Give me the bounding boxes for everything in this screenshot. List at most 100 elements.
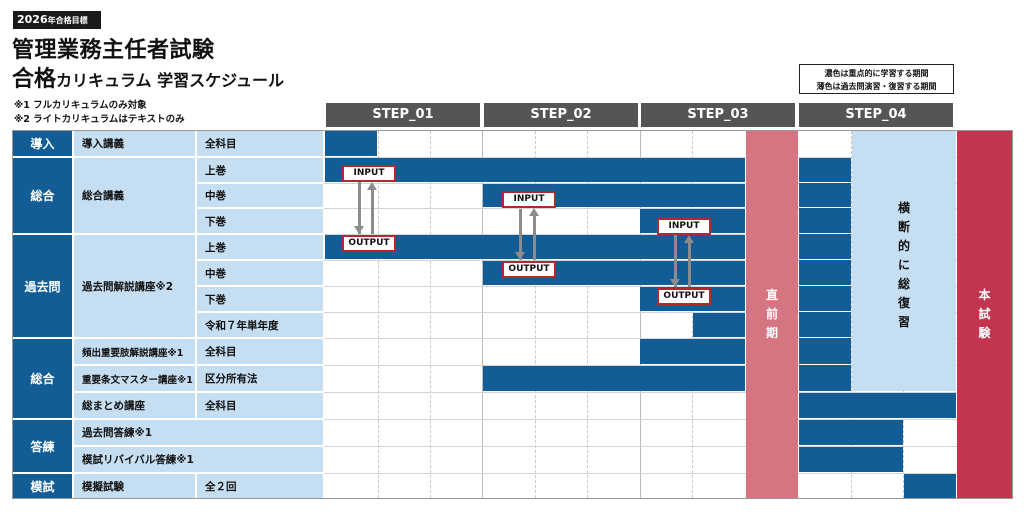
course-key-statutes: 重要条文マスター講座※1	[74, 366, 195, 391]
grid-hline	[324, 365, 957, 366]
band-char: 習	[897, 315, 910, 329]
grid-hline	[324, 157, 957, 158]
legend-light: 薄色は過去問演習・復習する期間	[816, 82, 937, 91]
course-intro: 導入講義	[74, 131, 195, 156]
sub-summary-all: 全科目	[197, 393, 323, 418]
subtitle-sub: カリキュラム 学習スケジュール	[56, 71, 284, 90]
bar-past-exam-drill	[799, 420, 903, 445]
cross-review-band: 横 断 的 に 総 復 習	[852, 131, 956, 391]
grid-hline	[324, 260, 957, 261]
band-char: に	[897, 258, 910, 272]
row-divider	[799, 364, 851, 365]
step-03-header: STEP_03	[641, 103, 795, 127]
arrow-up-icon	[371, 190, 374, 234]
category-past-exams: 過去問	[13, 235, 72, 337]
band-char: 総	[897, 277, 910, 291]
grid-vline	[482, 131, 483, 498]
sub-past-vol1: 上巻	[197, 235, 323, 259]
course-frequent-options: 頻出重要肢解説講座※1	[74, 339, 195, 364]
row-divider	[799, 182, 851, 183]
step-02-header: STEP_02	[484, 103, 638, 127]
sub-frequent-all: 全科目	[197, 339, 323, 364]
page-title: 管理業務主任者試験	[12, 38, 215, 63]
sub-intro-all: 全科目	[197, 131, 323, 156]
category-drills: 答練	[13, 420, 72, 472]
row-divider	[799, 207, 851, 208]
band-char: 試	[978, 307, 991, 321]
course-summary: 総まとめ講座	[74, 393, 195, 418]
step-01-header: STEP_01	[326, 103, 480, 127]
grid-hline	[324, 183, 957, 184]
grid-hline	[324, 312, 957, 313]
category-general-2: 総合	[13, 339, 72, 418]
output-tag-step2: OUTPUT	[502, 261, 556, 278]
bar-mock-revival-drill	[799, 447, 903, 472]
arrow-up-icon	[529, 208, 539, 216]
course-past-exam-commentary: 過去問解説講座※2	[74, 235, 195, 337]
arrow-down-icon	[354, 226, 364, 234]
course-mock-exam: 模擬試験	[74, 474, 195, 498]
row-divider	[799, 285, 851, 286]
target-suffix: 年合格目標	[47, 16, 88, 25]
subtitle-main: 合格	[12, 67, 57, 92]
sub-past-vol2: 中巻	[197, 261, 323, 285]
band-char: 前	[765, 307, 778, 321]
row-divider	[799, 311, 851, 312]
input-tag-step2: INPUT	[502, 191, 556, 208]
sub-mock-2-times: 全２回	[197, 474, 323, 498]
row-divider	[799, 233, 851, 234]
arrow-down-icon	[674, 235, 677, 287]
bar-frequent-options	[640, 339, 745, 364]
bar-step4-review-column	[799, 158, 851, 391]
grid-vline	[535, 131, 536, 498]
band-char: 復	[897, 296, 910, 310]
pre-exam-period-band: 直 前 期	[746, 131, 798, 498]
arrow-down-icon	[670, 279, 680, 287]
band-char: 本	[978, 288, 991, 302]
sub-general-vol2: 中巻	[197, 184, 323, 207]
sub-condominium-act: 区分所有法	[197, 366, 323, 391]
course-mock-revival-drill: 模試リバイバル答練※1	[74, 447, 323, 472]
grid-hline	[324, 446, 957, 447]
step-04-header: STEP_04	[799, 103, 953, 127]
grid-hline	[324, 419, 957, 420]
category-intro: 導入	[13, 131, 72, 156]
sub-general-vol3: 下巻	[197, 209, 323, 233]
grid-vline	[378, 131, 379, 498]
output-tag-step1: OUTPUT	[342, 235, 396, 252]
output-tag-step3: OUTPUT	[657, 288, 711, 305]
grid-hline	[324, 473, 957, 474]
bar-key-statutes	[483, 366, 745, 391]
main-exam-band: 本 試 験	[957, 131, 1012, 498]
input-tag-step1: INPUT	[342, 165, 396, 182]
arrow-down-icon	[519, 209, 522, 260]
course-past-exam-drill: 過去問答練※1	[74, 420, 323, 445]
sub-general-vol1: 上巻	[197, 158, 323, 182]
band-char: 的	[897, 239, 910, 253]
grid-hline	[324, 234, 957, 235]
grid-vline	[851, 131, 852, 498]
grid-vline	[692, 131, 693, 498]
input-tag-step3: INPUT	[657, 218, 711, 235]
arrow-up-icon	[367, 182, 377, 190]
band-char: 断	[897, 220, 910, 234]
grid-vline	[587, 131, 588, 498]
grid-hline	[324, 338, 957, 339]
bar-intro	[325, 131, 377, 156]
course-general-lecture: 総合講義	[74, 158, 195, 233]
legend-dark: 濃色は重点的に学習する期間	[824, 69, 929, 78]
grid-vline	[430, 131, 431, 498]
target-year-badge: 2026年合格目標	[13, 11, 101, 29]
sub-past-reiwa7: 令和７年単年度	[197, 313, 323, 337]
band-char: 験	[978, 326, 991, 340]
grid-vline	[640, 131, 641, 498]
bar-past-reiwa7	[693, 313, 745, 337]
band-char: 横	[897, 201, 910, 215]
band-char: 直	[765, 288, 778, 302]
category-general-1: 総合	[13, 158, 72, 233]
bar-mock-exam	[904, 474, 956, 498]
target-year: 2026	[17, 13, 48, 26]
note-2: ※2 ライトカリキュラムはテキストのみ	[14, 114, 185, 125]
grid-hline	[324, 208, 957, 209]
note-1: ※1 フルカリキュラムのみ対象	[14, 100, 147, 111]
